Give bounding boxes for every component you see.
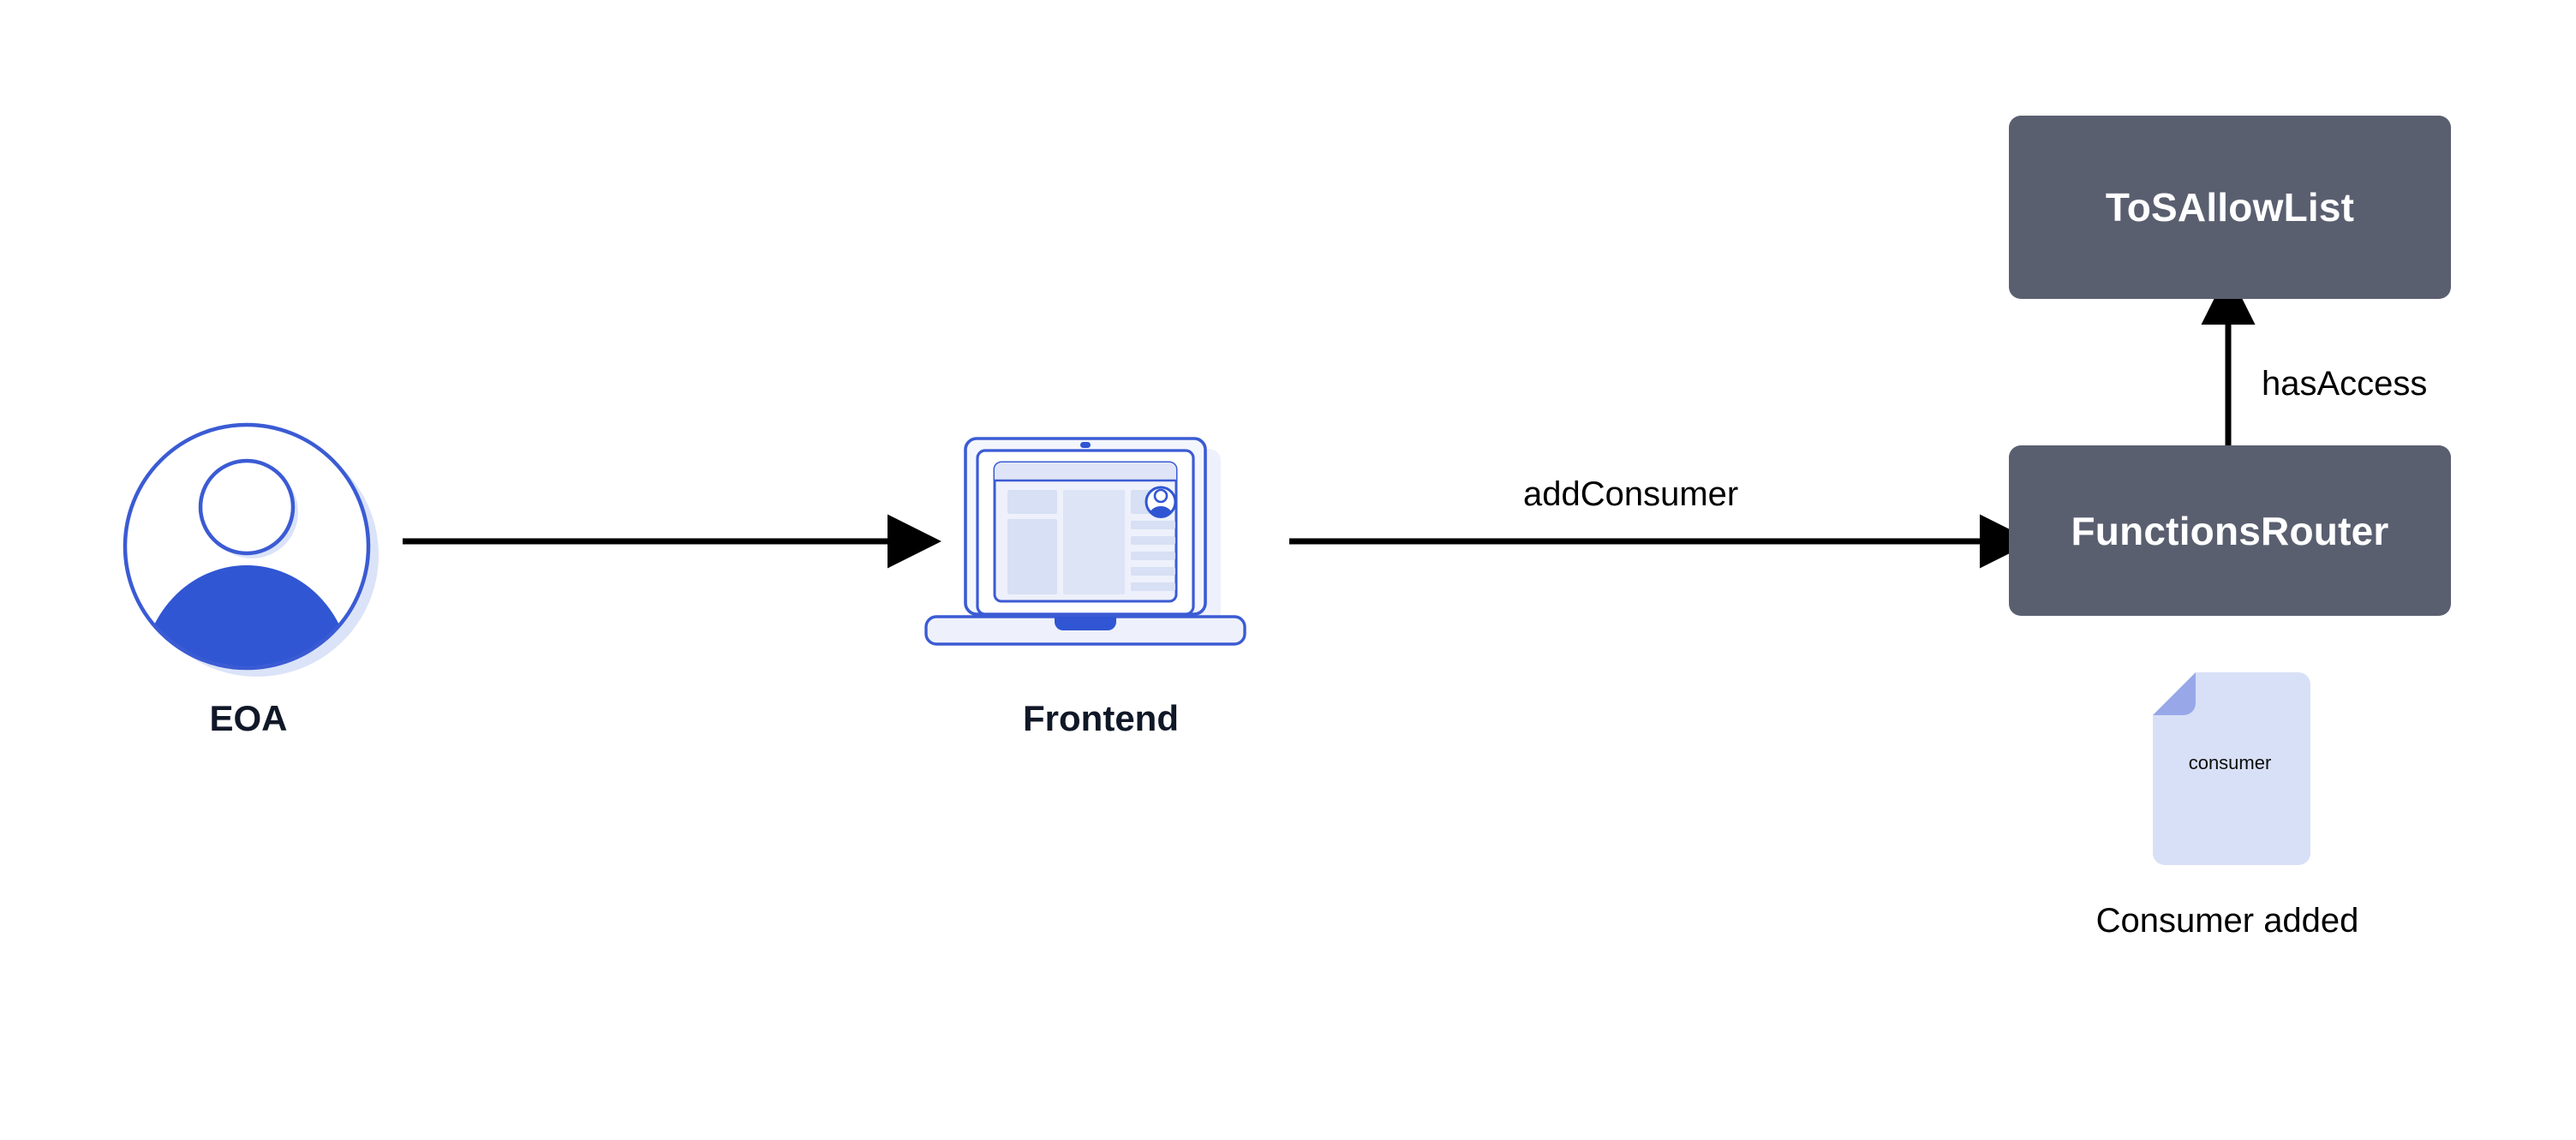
- laptop-icon: [921, 428, 1281, 668]
- document-inner-label: consumer: [2188, 752, 2272, 773]
- artifact-consumer-caption: Consumer added: [2095, 902, 2359, 940]
- node-tosallowlist-label: ToSAllowList: [2105, 185, 2355, 230]
- node-tosallowlist[interactable]: ToSAllowList: [2009, 116, 2451, 299]
- screen-avatar-icon: [1145, 486, 1177, 519]
- edge-label-hasaccess: hasAccess: [2262, 365, 2428, 403]
- node-functionsrouter-label: FunctionsRouter: [2071, 508, 2389, 553]
- user-avatar-icon: [118, 420, 384, 677]
- document-icon: [2146, 668, 2317, 874]
- node-functionsrouter[interactable]: FunctionsRouter: [2009, 445, 2451, 616]
- actor-frontend-label: Frontend: [1023, 698, 1179, 738]
- edge-label-addconsumer: addConsumer: [1523, 475, 1739, 513]
- actor-eoa-label: EOA: [209, 698, 288, 738]
